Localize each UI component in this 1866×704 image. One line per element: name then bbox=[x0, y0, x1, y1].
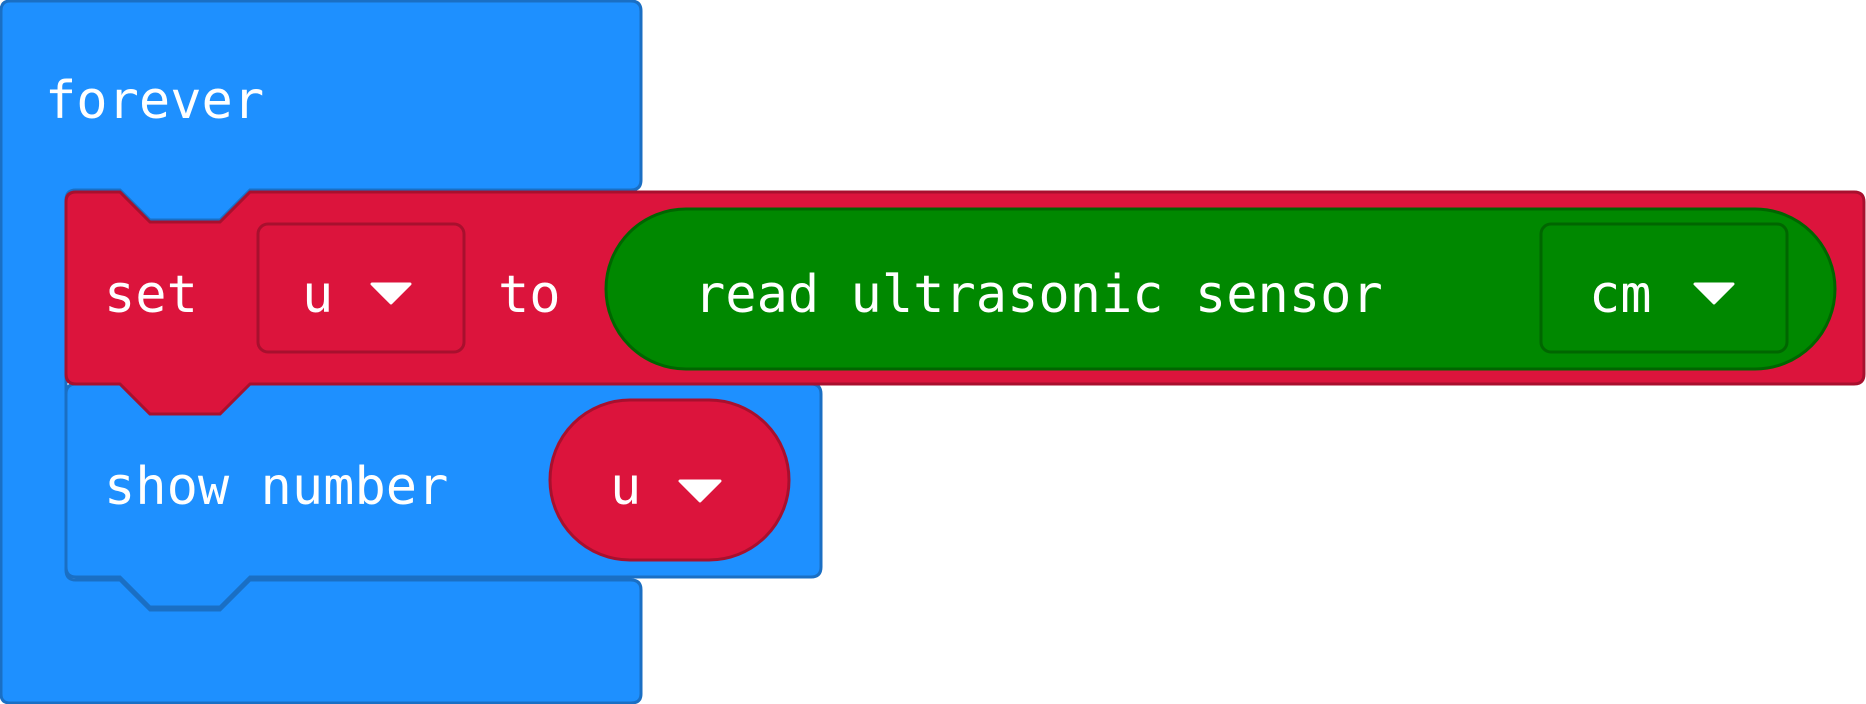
forever-block-shape[interactable] bbox=[0, 0, 643, 704]
unit-dropdown-field[interactable] bbox=[1539, 222, 1789, 354]
chevron-down-icon[interactable] bbox=[678, 479, 722, 503]
variable-reporter-label: u bbox=[610, 457, 641, 517]
ultrasonic-sensor-block-shape[interactable] bbox=[604, 207, 1837, 371]
show-number-variable-reporter[interactable]: u bbox=[548, 398, 791, 562]
chevron-down-icon[interactable] bbox=[1693, 282, 1735, 305]
variable-dropdown-field[interactable] bbox=[256, 222, 466, 354]
show-number-label: show number bbox=[104, 457, 448, 517]
chevron-down-icon[interactable] bbox=[370, 282, 412, 305]
forever-block[interactable]: forever bbox=[0, 0, 643, 704]
ultrasonic-sensor-block[interactable]: read ultrasonic sensor cm bbox=[604, 207, 1837, 371]
show-number-block[interactable]: show number u bbox=[64, 382, 823, 609]
forever-label: forever bbox=[45, 71, 264, 131]
variable-reporter-shape[interactable] bbox=[548, 398, 791, 562]
unit-dropdown[interactable]: cm bbox=[1539, 222, 1789, 354]
set-block[interactable]: set u to read ultrasonic sensor cm bbox=[64, 190, 1866, 416]
ultrasonic-sensor-label: read ultrasonic sensor bbox=[694, 265, 1383, 325]
to-label: to bbox=[498, 265, 561, 325]
set-variable-dropdown[interactable]: u bbox=[256, 222, 466, 354]
set-label: set bbox=[104, 265, 198, 325]
variable-dropdown-label: u bbox=[302, 265, 333, 325]
unit-dropdown-label: cm bbox=[1589, 265, 1652, 325]
